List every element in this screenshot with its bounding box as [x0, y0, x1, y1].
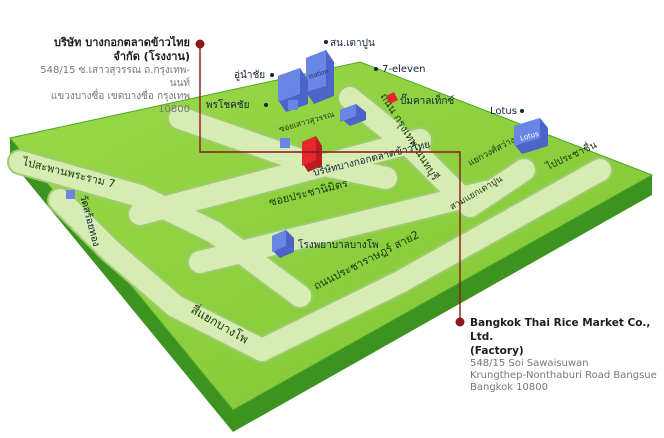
- building-small-1: [280, 138, 290, 148]
- pin-thai: [195, 39, 205, 49]
- building-hospital-bangpho: [272, 230, 294, 258]
- label-prachoke: พรโชคชัย: [206, 98, 249, 111]
- company-name-en-line2: (Factory): [470, 345, 524, 357]
- road-network: [7, 85, 613, 363]
- label-tao-pun-station: สน.เตาปูน: [330, 38, 375, 49]
- building-auchai: [278, 68, 308, 112]
- company-name-en-line1: Bangkok Thai Rice Market Co., Ltd.: [470, 317, 651, 343]
- label-lotus: Lotus: [490, 106, 517, 117]
- building-tao-pun-station: station: [306, 50, 334, 104]
- road-bangpho: [164, 295, 273, 361]
- pin-connector: [199, 44, 461, 322]
- road-west: [49, 189, 186, 317]
- address-en-line2: Krungthep-Nonthaburi Road Bangsue: [470, 370, 657, 381]
- bullet-prachoke: [264, 103, 268, 107]
- company-name-th-line1: บริษัท บางกอกตลาดข้าวไทย: [54, 36, 190, 49]
- label-gas-station: ปั๊มคาลเท็กซ์: [400, 93, 454, 107]
- building-prachoke: [288, 100, 298, 110]
- road-rama7: [9, 151, 225, 243]
- building-factory: [302, 136, 322, 172]
- info-box-thai: บริษัท บางกอกตลาดข้าวไทย จำกัด (โรงงาน) …: [40, 36, 190, 116]
- road-middle: [189, 181, 497, 273]
- company-name-th-line2: จำกัด (โรงงาน): [113, 50, 190, 63]
- road-saowasuwan: [169, 107, 397, 189]
- address-th-line2: แขวงบางซื่อ เขตบางซื่อ กรุงเทพ 10800: [50, 91, 190, 115]
- bullet-auchai: [270, 73, 274, 77]
- address-th-line1: 548/15 ซ.เสาวสุวรรณ ถ.กรุงเทพ-นนท์: [40, 65, 190, 89]
- address-en-line3: Bangkok 10800: [470, 382, 549, 393]
- gas-station-icon: [386, 92, 398, 104]
- ground-side: [10, 138, 652, 432]
- road-pracharat-sai2: [251, 159, 611, 361]
- label-seven-eleven: 7-eleven: [382, 64, 425, 75]
- road-krungthep-nonthaburi: [339, 87, 535, 217]
- road-connector: [203, 221, 311, 307]
- info-box-english: Bangkok Thai Rice Market Co., Ltd. (Fact…: [470, 316, 660, 394]
- label-hospital-bangpho: โรงพยาบาลบางโพ: [298, 238, 379, 251]
- address-en-line1: 548/15 Soi Sawaisuwan: [470, 358, 589, 369]
- bullet-lotus: [520, 109, 524, 113]
- building-lotus: Lotus: [514, 118, 548, 154]
- label-auchai: อู่นำชัย: [234, 70, 265, 81]
- pin-english: [455, 317, 465, 327]
- bullet-tao-pun: [324, 40, 328, 44]
- bullet-seven-eleven: [374, 67, 378, 71]
- building-seven-eleven: [340, 104, 366, 126]
- building-wat-soi-thong: [66, 190, 75, 199]
